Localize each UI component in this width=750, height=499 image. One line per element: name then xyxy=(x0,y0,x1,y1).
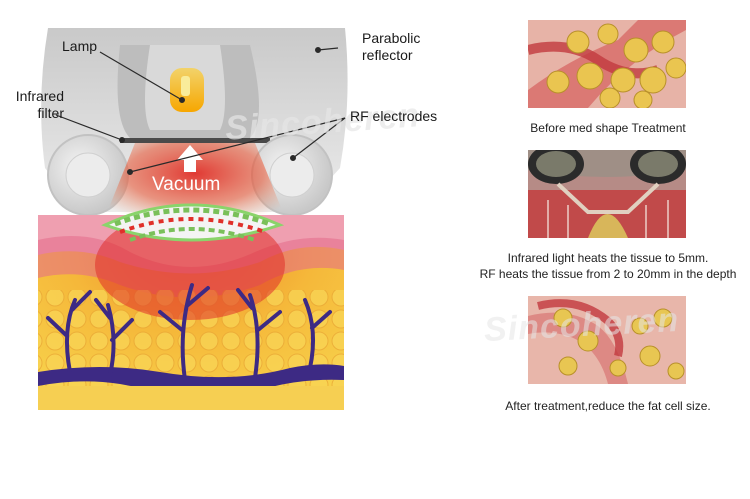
infrared-filter-label-line1: Infrared xyxy=(8,88,64,105)
before-treatment-caption: Before med shape Treatment xyxy=(480,120,736,136)
infrared-filter-label: Infrared filter xyxy=(8,88,64,122)
infrared-filter-label-line2: filter xyxy=(8,105,64,122)
lamp-label: Lamp xyxy=(62,38,97,55)
after-treatment-caption: After treatment,reduce the fat cell size… xyxy=(480,398,736,414)
parabolic-reflector-label-line2: reflector xyxy=(362,47,420,64)
vacuum-label: Vacuum xyxy=(152,174,220,196)
before-treatment-image xyxy=(528,20,686,108)
heating-caption-line1: Infrared light heats the tissue to 5mm. xyxy=(470,250,746,266)
parabolic-reflector-label: Parabolic reflector xyxy=(362,30,420,64)
parabolic-reflector-label-line1: Parabolic xyxy=(362,30,420,47)
heating-caption-line2: RF heats the tissue from 2 to 20mm in th… xyxy=(470,266,746,282)
heating-image xyxy=(528,150,686,238)
heating-caption: Infrared light heats the tissue to 5mm. … xyxy=(470,250,746,282)
rf-electrodes-label: RF electrodes xyxy=(350,108,437,125)
